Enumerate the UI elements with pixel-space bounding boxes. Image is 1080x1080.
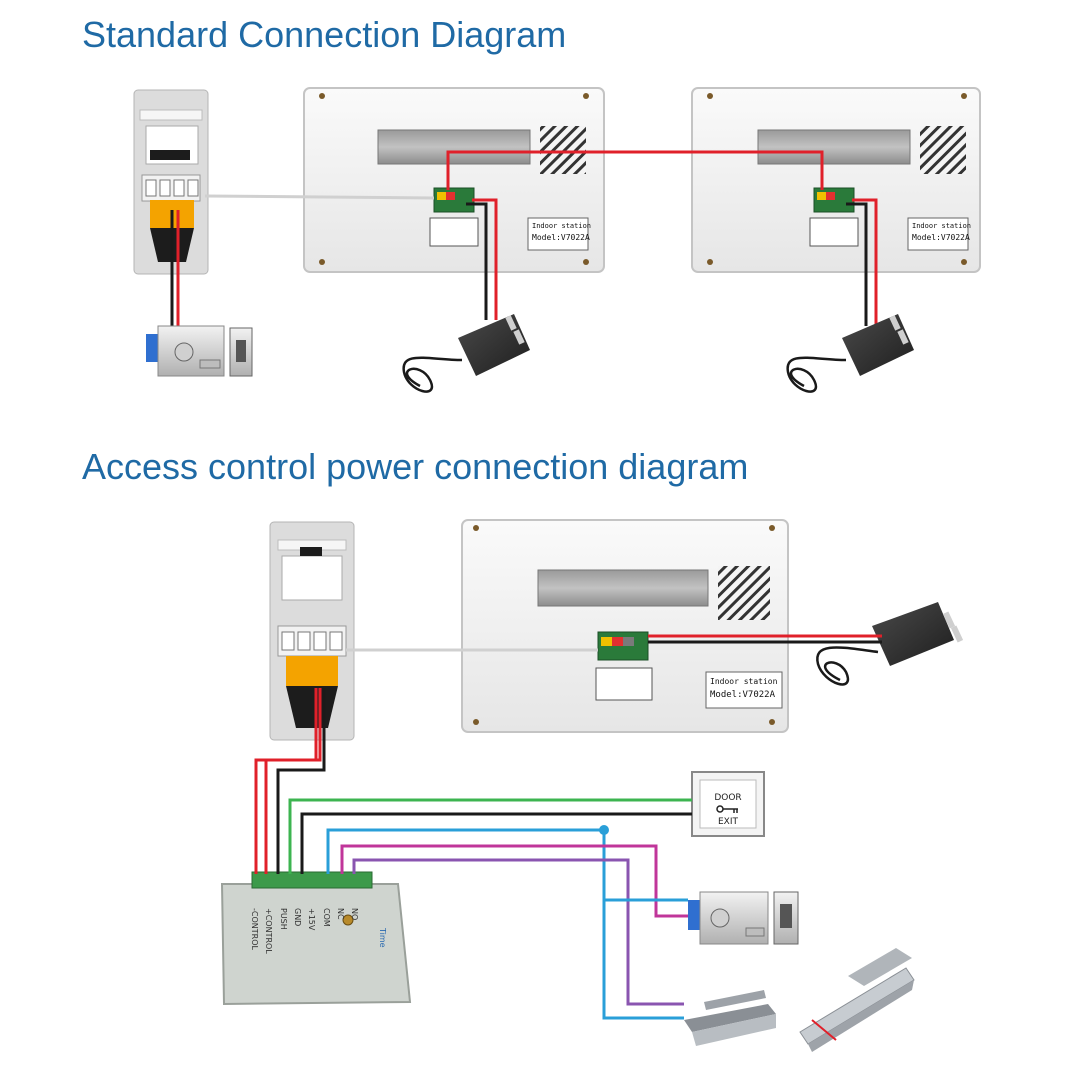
terminal-label-4: +15V [307, 908, 316, 931]
outdoor-unit-top [133, 89, 209, 275]
terminal-label-2: PUSH [279, 908, 288, 930]
exit-button-line1: DOOR [714, 793, 741, 803]
time-label: Time [378, 927, 387, 948]
access-controller: -CONTROL +CONTROL PUSH GND +15V COM NC N… [220, 871, 412, 1006]
indoor-monitor-2: Indoor station Model:V7022A [691, 87, 981, 273]
indoor-1-label-line2: Model:V7022A [532, 233, 590, 242]
terminal-label-7: NO [350, 908, 359, 920]
indoor-monitor-3: Indoor station Model:V7022A [461, 519, 789, 733]
terminal-label-1: +CONTROL [264, 908, 273, 954]
magnetic-lock [684, 990, 776, 1046]
indoor-1-label-line1: Indoor station [532, 222, 591, 230]
electric-lock-top [146, 325, 253, 377]
outdoor-unit-bottom [269, 521, 355, 741]
indoor-monitor-1: Indoor station Model:V7022A [303, 87, 605, 273]
terminal-label-5: COM [322, 908, 331, 927]
bottom-wiring [254, 634, 882, 1020]
door-exit-button: DOOR EXIT [691, 771, 765, 837]
power-adapter-top-1 [402, 314, 530, 393]
exit-button-line2: EXIT [718, 817, 739, 827]
terminal-label-3: GND [293, 908, 302, 926]
terminal-label-0: -CONTROL [250, 908, 259, 950]
indoor-2-label-line1: Indoor station [912, 222, 971, 230]
title-access-diagram: Access control power connection diagram [82, 446, 749, 487]
electric-lock-bottom [688, 891, 799, 945]
top-wiring [170, 150, 878, 326]
terminal-label-6: NC [336, 908, 345, 920]
indoor-3-label-line1: Indoor station [710, 677, 778, 686]
power-adapter-bottom [816, 602, 964, 686]
indoor-2-label-line2: Model:V7022A [912, 233, 970, 242]
indoor-3-label-line2: Model:V7022A [710, 690, 776, 700]
bolt-lock [799, 948, 915, 1052]
power-adapter-top-2 [786, 314, 914, 393]
title-standard-diagram: Standard Connection Diagram [82, 14, 567, 55]
